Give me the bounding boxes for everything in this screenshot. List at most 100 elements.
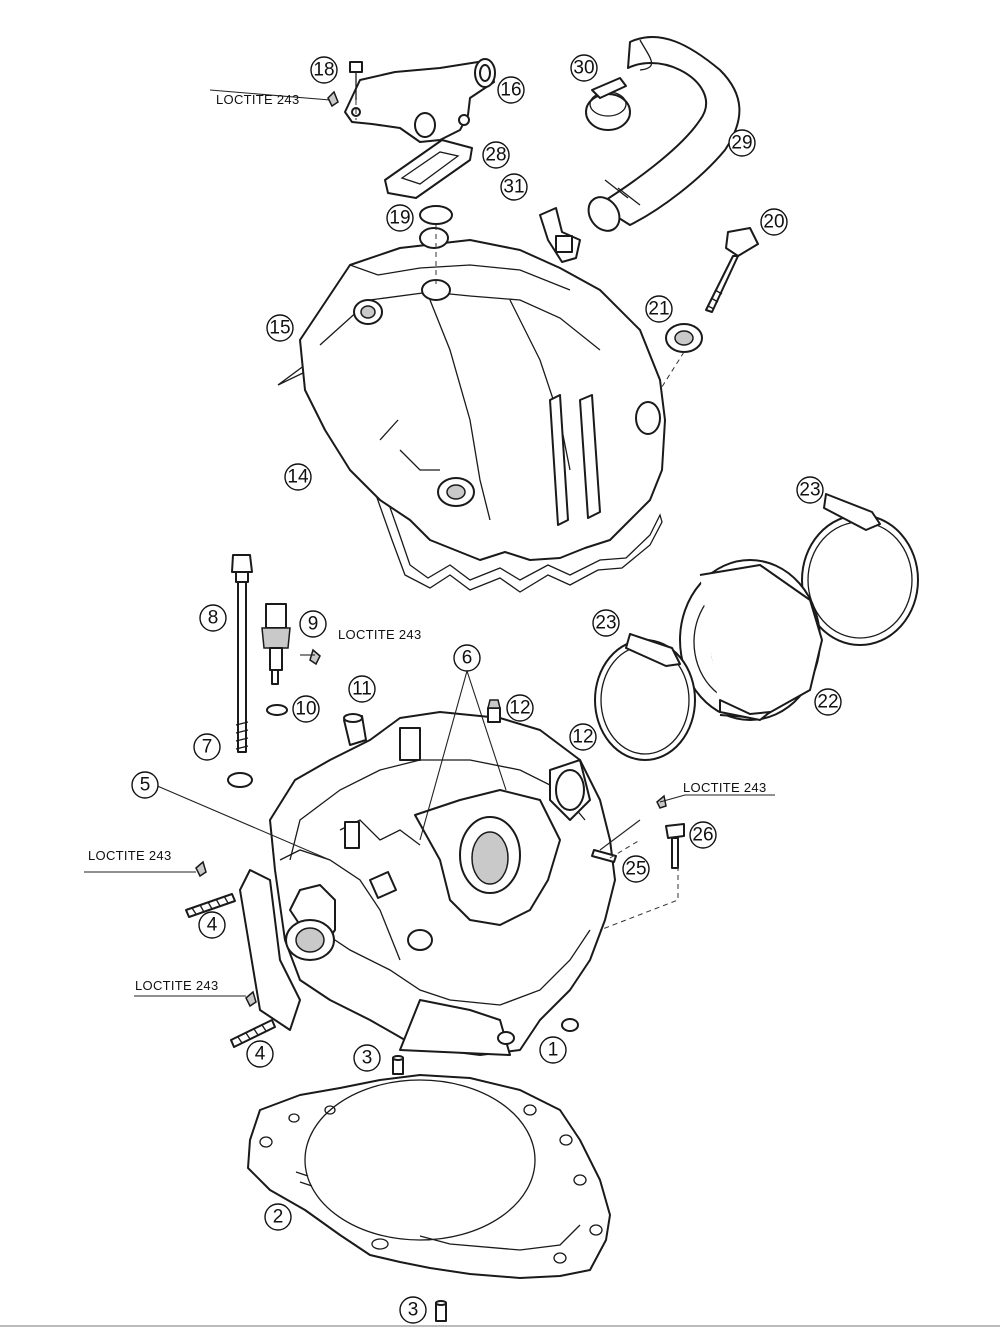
callout-23: 23: [796, 476, 824, 504]
svg-text:23: 23: [799, 480, 820, 501]
oring-part: [419, 205, 453, 225]
intake-stud-part: [591, 849, 617, 863]
seal-washer-part: [665, 323, 703, 353]
svg-text:2: 2: [273, 1207, 284, 1228]
svg-text:21: 21: [648, 299, 669, 320]
callout-12: 12: [506, 694, 534, 722]
callout-4: 4: [198, 911, 226, 939]
cover-bolt-part: [705, 227, 759, 313]
temperature-sensor-part: [261, 603, 321, 685]
callout-22: 22: [814, 688, 842, 716]
callout-28: 28: [482, 141, 510, 169]
svg-text:20: 20: [763, 212, 784, 233]
callout-9: 9: [299, 610, 327, 638]
callout-20: 20: [760, 208, 788, 236]
callout-3: 3: [399, 1296, 427, 1324]
callout-2: 2: [264, 1203, 292, 1231]
svg-text:12: 12: [509, 698, 530, 719]
svg-text:3: 3: [408, 1300, 419, 1321]
callout-25: 25: [622, 855, 650, 883]
svg-text:9: 9: [308, 614, 319, 635]
valve-cover-gasket-part: [277, 364, 663, 593]
thermostat-screw-part: [327, 61, 363, 108]
svg-text:16: 16: [500, 80, 521, 101]
callout-1: 1: [539, 1036, 567, 1064]
svg-text:15: 15: [269, 318, 290, 339]
intake-clamp-right-part: [801, 493, 919, 646]
long-bolt-part: [231, 554, 253, 753]
svg-text:19: 19: [389, 208, 410, 229]
svg-text:14: 14: [287, 467, 309, 488]
coolant-hose-part: [587, 35, 741, 232]
callout-21: 21: [645, 295, 673, 323]
callout-29: 29: [728, 129, 756, 157]
callout-26: 26: [689, 821, 717, 849]
cylinder-head-part: [239, 711, 616, 1056]
stud-upper-part: [185, 860, 236, 918]
callouts: 1 2 3 3 4 4 5 6 7 8 9 10 11 12 12 14 15 …: [131, 54, 842, 1324]
loctite-note: LOCTITE 243: [216, 92, 300, 107]
svg-text:26: 26: [692, 825, 713, 846]
callout-15: 15: [266, 314, 294, 342]
sensor-plug-part: [539, 207, 581, 263]
sleeve-part: [343, 713, 367, 746]
dowel-pin-lower-part: [435, 1300, 447, 1322]
stud-lower-part: [230, 990, 276, 1048]
thermostat-gasket-part: [384, 139, 473, 199]
hose-clamp-part: [585, 77, 631, 131]
svg-text:11: 11: [352, 679, 372, 700]
svg-text:6: 6: [462, 648, 473, 669]
callout-3: 3: [353, 1044, 381, 1072]
svg-text:10: 10: [295, 699, 316, 720]
assembly-lines: [355, 100, 685, 931]
svg-text:30: 30: [573, 58, 594, 79]
callout-4: 4: [246, 1040, 274, 1068]
washer-part: [227, 772, 253, 788]
thermostat-housing-part: [344, 58, 496, 143]
svg-text:8: 8: [208, 608, 219, 629]
svg-text:22: 22: [817, 692, 838, 713]
callout-14: 14: [284, 463, 312, 491]
intake-bolt-part: [656, 794, 685, 869]
callout-10: 10: [292, 695, 320, 723]
svg-text:18: 18: [313, 60, 334, 81]
intake-boot-part: [679, 559, 823, 721]
head-gasket-part: [247, 1074, 611, 1279]
callout-30: 30: [570, 54, 598, 82]
callout-16: 16: [497, 76, 525, 104]
callout-6: 6: [453, 644, 481, 672]
svg-text:3: 3: [362, 1048, 373, 1069]
callout-18: 18: [310, 56, 338, 84]
loctite-note: LOCTITE 243: [88, 848, 172, 863]
callout-8: 8: [199, 604, 227, 632]
callout-19: 19: [386, 204, 414, 232]
svg-text:28: 28: [485, 145, 506, 166]
svg-text:4: 4: [255, 1044, 266, 1065]
callout-5: 5: [131, 771, 159, 799]
callout-7: 7: [193, 733, 221, 761]
svg-text:29: 29: [731, 133, 752, 154]
callout-11: 11: [348, 675, 376, 703]
plug-cap-part: [487, 699, 501, 723]
valve-cover-part: [299, 227, 666, 561]
svg-text:25: 25: [625, 859, 646, 880]
svg-text:4: 4: [207, 915, 218, 936]
callout-12: 12: [569, 723, 597, 751]
callout-31: 31: [500, 173, 528, 201]
bottom-divider: [0, 1325, 1000, 1327]
intake-clamp-left-part: [594, 633, 696, 761]
svg-text:31: 31: [503, 177, 524, 198]
small-oring-part: [266, 704, 288, 716]
loctite-note: LOCTITE 243: [135, 978, 219, 993]
svg-text:23: 23: [595, 613, 616, 634]
dowel-pin-part: [392, 1055, 404, 1075]
loctite-notes: LOCTITE 243 LOCTITE 243 LOCTITE 243 LOCT…: [88, 92, 766, 993]
leader-lines: [84, 89, 775, 997]
svg-text:5: 5: [140, 775, 151, 796]
callout-23: 23: [592, 609, 620, 637]
svg-text:1: 1: [548, 1040, 559, 1061]
loctite-note: LOCTITE 243: [338, 627, 422, 642]
svg-text:7: 7: [202, 737, 213, 758]
